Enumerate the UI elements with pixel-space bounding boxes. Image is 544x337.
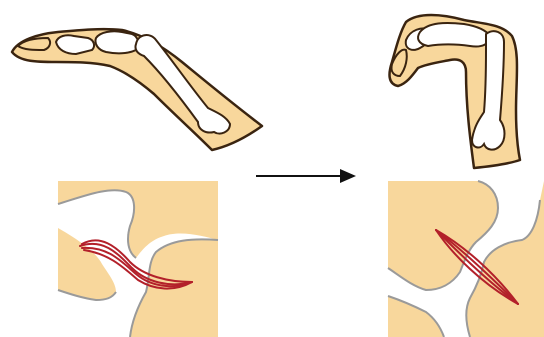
lower-bone-region: [58, 228, 116, 300]
joint-closeup-taut: [388, 181, 544, 337]
transition-arrow: [256, 169, 356, 183]
arrow-head: [340, 169, 356, 183]
joint-closeup-relaxed: [58, 181, 218, 337]
distal-phalanx-bone: [56, 35, 94, 54]
fingernail: [18, 38, 50, 50]
flexed-finger: [390, 15, 520, 168]
lower-left-bone-region: [388, 296, 444, 337]
middle-phalanx-bone: [95, 31, 138, 53]
extended-finger: [12, 29, 262, 150]
